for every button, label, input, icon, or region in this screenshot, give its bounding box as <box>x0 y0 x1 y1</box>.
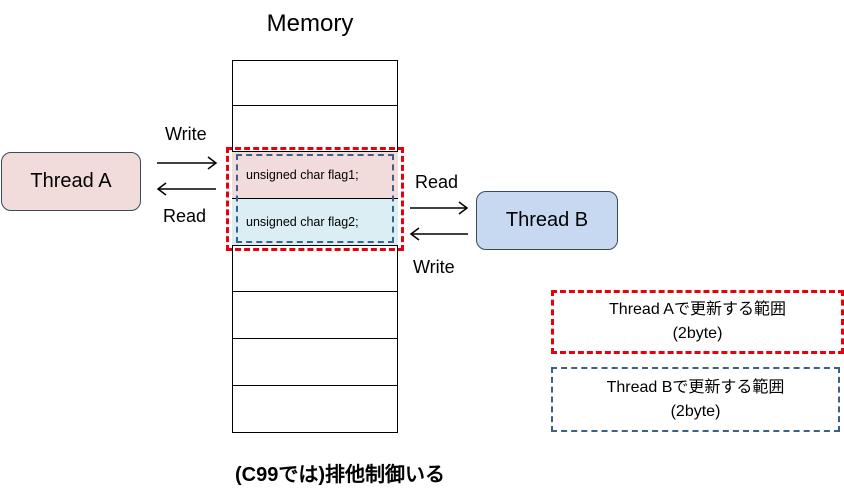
legend-a-line1: Thread Aで更新する範囲 <box>609 301 786 318</box>
legend-thread-a-range: Thread Aで更新する範囲 (2byte) <box>551 290 844 354</box>
thread-a-write-arrow <box>157 156 218 170</box>
thread-a-read-arrow <box>156 182 216 196</box>
memory-cell-8 <box>232 386 398 433</box>
thread-b-read-arrow <box>410 201 469 215</box>
thread-a-box: Thread A <box>1 152 141 211</box>
memory-cell-flag2: unsigned char flag2; <box>232 199 398 246</box>
thread-a-label: Thread A <box>30 170 112 192</box>
flag2-label: unsigned char flag2; <box>246 215 359 229</box>
memory-cell-1 <box>232 60 398 106</box>
memory-cell-7 <box>232 339 398 386</box>
memory-cell-flag1: unsigned char flag1; <box>232 152 398 199</box>
memory-title: Memory <box>266 10 354 37</box>
thread-a-write-label: Write <box>165 124 207 144</box>
thread-b-label: Thread B <box>505 209 589 231</box>
legend-a-line2: (2byte) <box>672 325 723 342</box>
thread-b-write-label: Write <box>413 257 455 277</box>
memory-block <box>232 60 398 433</box>
thread-b-range-outline <box>236 154 394 243</box>
thread-b-box: Thread B <box>476 191 618 250</box>
thread-a-range-outline <box>226 147 404 251</box>
thread-b-read-label: Read <box>415 172 459 192</box>
thread-a-read-label: Read <box>163 206 207 226</box>
memory-cell-5 <box>232 246 398 292</box>
legend-thread-b-range: Thread Bで更新する範囲 (2byte) <box>551 367 840 432</box>
legend-b-line1: Thread Bで更新する範囲 <box>606 378 785 396</box>
thread-b-write-arrow <box>409 227 468 241</box>
memory-cell-2 <box>232 106 398 152</box>
caption: (C99では)排他制御いる <box>234 464 445 486</box>
memory-cell-6 <box>232 292 398 339</box>
flag1-label: unsigned char flag1; <box>246 168 359 182</box>
legend-b-line2: (2byte) <box>670 402 721 420</box>
